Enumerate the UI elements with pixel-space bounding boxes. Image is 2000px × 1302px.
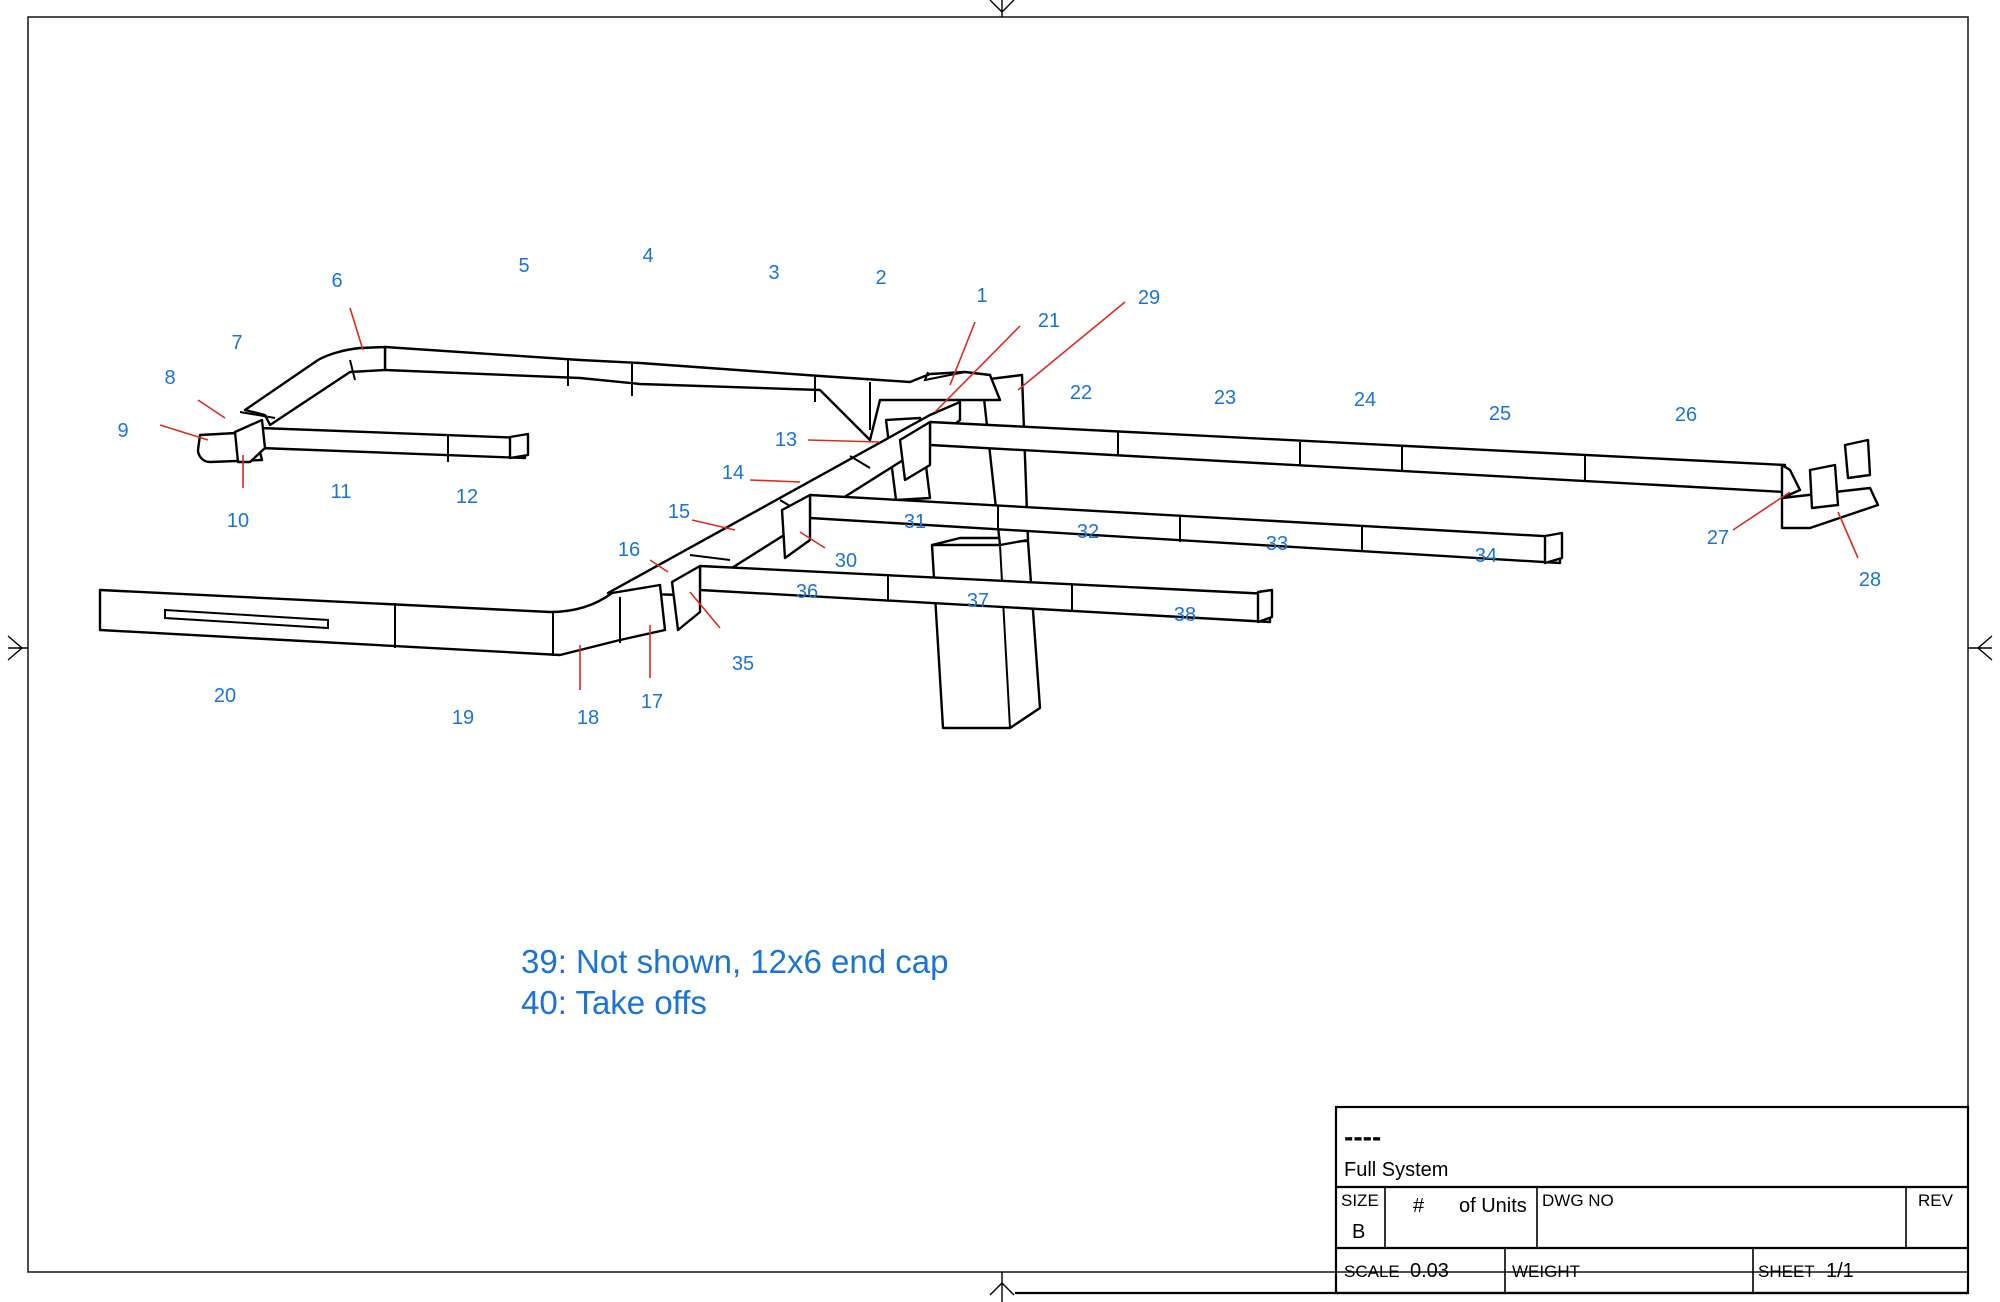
center-marks: [7, 0, 1993, 1302]
tb-title: ----: [1344, 1121, 1381, 1152]
tb-weight-label: WEIGHT: [1512, 1262, 1580, 1281]
callout-6: 6: [331, 270, 342, 292]
callout-18: 18: [577, 707, 599, 729]
callout-33: 33: [1266, 533, 1288, 555]
riser-upper: [980, 373, 1030, 547]
leader-lines: [159, 301, 1859, 690]
elbow-left-top: [243, 345, 387, 427]
top-trunk: [383, 345, 1002, 442]
callout-10: 10: [227, 510, 249, 532]
callout-34: 34: [1475, 545, 1497, 567]
callout-15: 15: [668, 501, 690, 523]
note-40: 40: Take offs: [521, 984, 707, 1021]
callout-8: 8: [164, 367, 175, 389]
callout-23: 23: [1214, 387, 1236, 409]
callout-19: 19: [452, 707, 474, 729]
callout-25: 25: [1489, 403, 1511, 425]
callout-28: 28: [1859, 569, 1881, 591]
callout-12: 12: [456, 486, 478, 508]
callout-24: 24: [1354, 389, 1376, 411]
slot: [164, 608, 329, 630]
takeoff-35: [670, 564, 702, 632]
callout-17: 17: [641, 691, 663, 713]
tb-hash: #: [1413, 1195, 1425, 1217]
callout-14: 14: [722, 462, 744, 484]
end-piece-27-28: [1780, 486, 1880, 530]
sheet-border: [27, 16, 1969, 1273]
callout-4: 4: [642, 245, 653, 267]
callout-13: 13: [775, 429, 797, 451]
callout-37: 37: [967, 590, 989, 612]
callout-labels: 1 2 3 4 5 6 7 8 9 10 11 12 13 14 15 16 1…: [117, 245, 1881, 729]
callout-26: 26: [1675, 404, 1697, 426]
takeoff-21: [898, 420, 932, 482]
callout-31: 31: [904, 511, 926, 533]
callout-16: 16: [618, 539, 640, 561]
tb-units-label: of Units: [1459, 1195, 1527, 1217]
branch-11-12: [258, 426, 527, 460]
notes: 39: Not shown, 12x6 end cap 40: Take off…: [521, 943, 948, 1021]
tb-scale-value: 0.03: [1410, 1260, 1449, 1282]
takeoff-30: [780, 493, 812, 560]
callout-32: 32: [1077, 521, 1099, 543]
tb-rev-label: REV: [1918, 1191, 1954, 1210]
callout-5: 5: [518, 255, 529, 277]
callout-1: 1: [976, 285, 987, 307]
riser-column: [930, 539, 1042, 730]
tb-subtitle: Full System: [1344, 1159, 1448, 1181]
callout-30: 30: [835, 550, 857, 572]
tb-dwg-no-label: DWG NO: [1542, 1191, 1614, 1210]
tb-size-value: B: [1352, 1221, 1365, 1243]
callout-38: 38: [1174, 604, 1196, 626]
callout-7: 7: [231, 332, 242, 354]
callout-2: 2: [875, 267, 886, 289]
title-block: ---- Full System SIZE B # of Units DWG N…: [1015, 1105, 1970, 1295]
callout-3: 3: [768, 262, 779, 284]
tb-sheet-label: SHEET: [1758, 1262, 1815, 1281]
note-39: 39: Not shown, 12x6 end cap: [521, 943, 948, 980]
callout-20: 20: [214, 685, 236, 707]
callout-29: 29: [1138, 287, 1160, 309]
tb-size-label: SIZE: [1341, 1191, 1379, 1210]
callout-21: 21: [1038, 310, 1060, 332]
tb-sheet-value: 1/1: [1826, 1260, 1854, 1282]
callout-27: 27: [1707, 527, 1729, 549]
duct-system: [98, 345, 1880, 730]
tb-scale-label: SCALE: [1344, 1262, 1400, 1281]
callout-22: 22: [1070, 382, 1092, 404]
callout-9: 9: [117, 420, 128, 442]
branch-22-26: [928, 420, 1787, 494]
callout-11: 11: [331, 481, 352, 503]
callout-35: 35: [732, 653, 754, 675]
callout-36: 36: [796, 581, 818, 603]
